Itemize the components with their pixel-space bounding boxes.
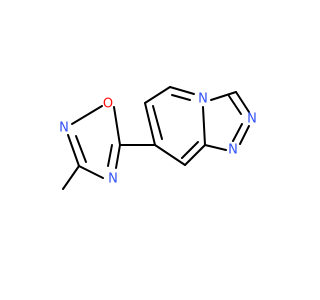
bond-o1-c5 bbox=[113, 106, 121, 146]
bond-py-1-double bbox=[152, 105, 163, 140]
atom-label-o1: O bbox=[103, 97, 113, 112]
bond-tri-1 bbox=[210, 91, 237, 101]
bond-n2-o1 bbox=[71, 105, 103, 125]
atom-label-n-triazole-a: N bbox=[247, 112, 257, 127]
bond-py-5-double bbox=[181, 141, 199, 159]
bond-n4-c3 bbox=[78, 165, 104, 179]
bond-py-1 bbox=[144, 102, 156, 146]
bond-tri-2 bbox=[235, 91, 250, 113]
atom-label-n2: N bbox=[59, 121, 69, 136]
bond-py-5 bbox=[184, 144, 206, 166]
atom-label-n-triazole-b: N bbox=[228, 143, 238, 158]
bond-py-4 bbox=[202, 106, 206, 146]
bond-tri-3-double bbox=[232, 123, 243, 142]
bond-tri-4 bbox=[204, 144, 227, 151]
bond-c3-n2-double bbox=[75, 135, 87, 163]
molecule-diagram: O N N N N N bbox=[59, 86, 257, 190]
bond-py-3-double bbox=[171, 94, 191, 101]
atom-labels: O N N N N N bbox=[59, 92, 257, 187]
bond-py-6 bbox=[154, 144, 186, 166]
bond-c5-n4-double bbox=[107, 144, 113, 167]
bond-tri-3 bbox=[239, 125, 250, 145]
atom-label-n4: N bbox=[108, 172, 118, 187]
bonds bbox=[62, 86, 250, 190]
bond-tri-2-double bbox=[228, 95, 242, 115]
structure-canvas: O N N N N N bbox=[59, 86, 257, 190]
bond-py-2 bbox=[144, 86, 171, 104]
bond-c5-n4 bbox=[115, 144, 121, 169]
bond-py-3 bbox=[169, 86, 195, 95]
atom-label-n-fused: N bbox=[198, 92, 208, 107]
bond-methyl bbox=[62, 165, 80, 190]
bond-c3-n2 bbox=[67, 134, 80, 167]
